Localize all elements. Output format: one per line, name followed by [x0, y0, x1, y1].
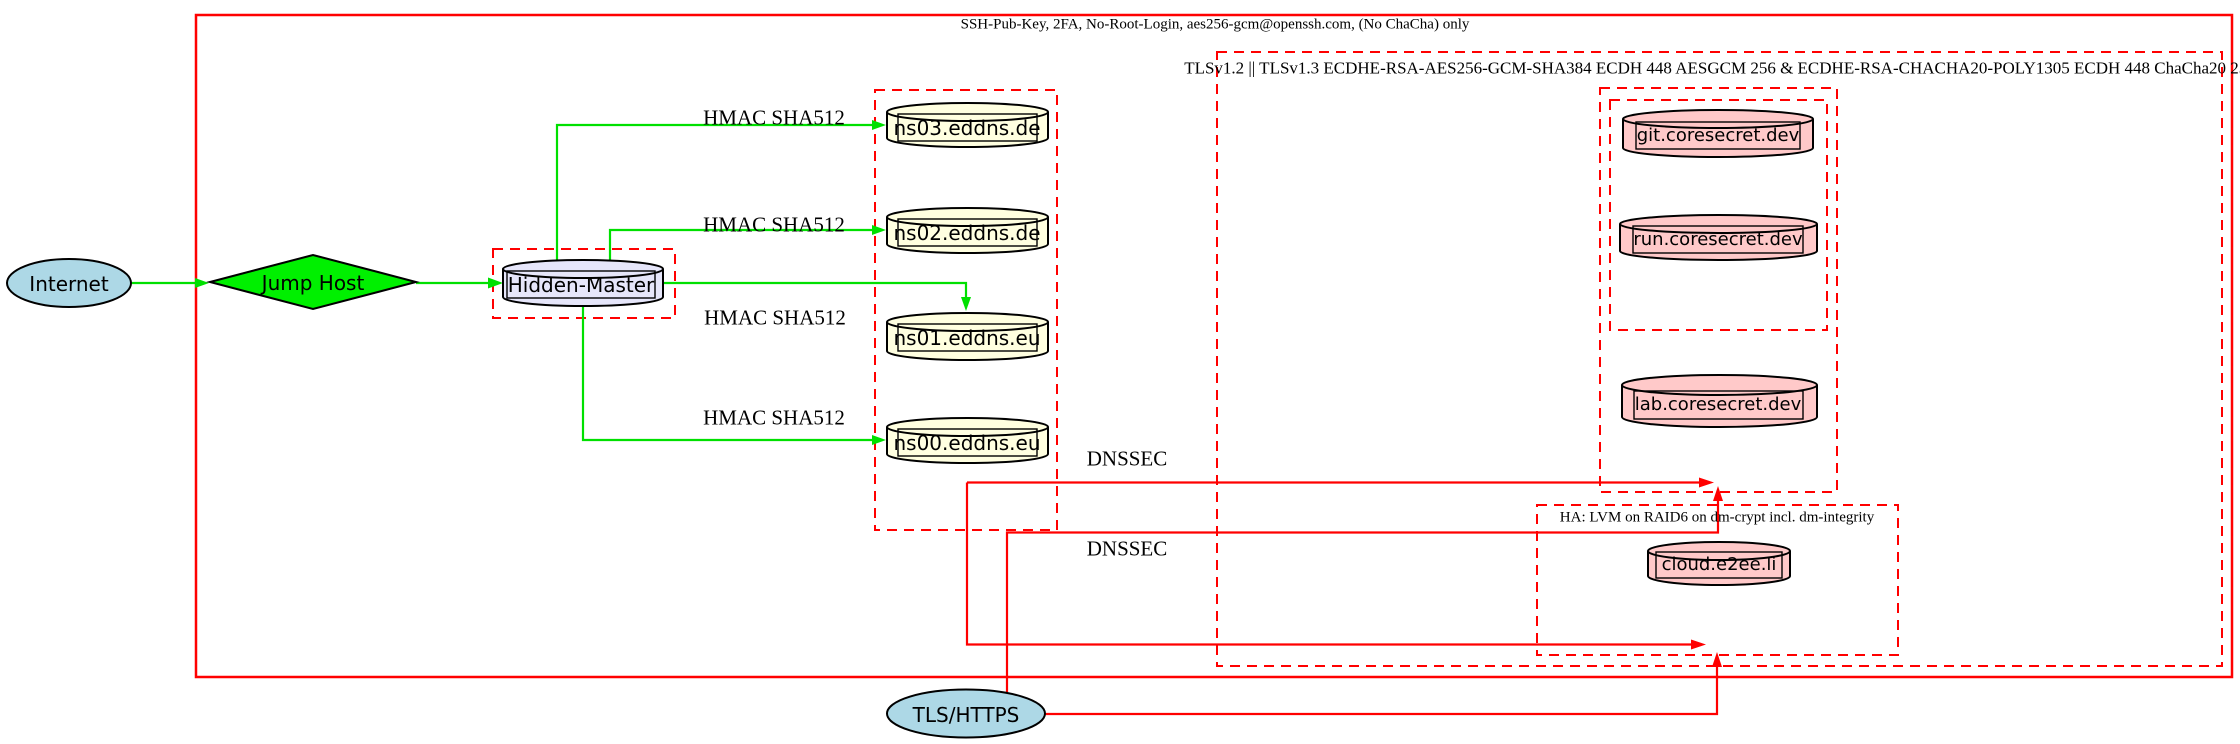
red-edges	[965, 481, 1720, 716]
arrowhead-ns01	[961, 297, 971, 311]
edge-hm-ns00	[581, 305, 872, 442]
hmac-label-ns02: HMAC SHA512	[703, 212, 845, 237]
green-arrowheads	[195, 120, 971, 445]
lab-node	[1621, 374, 1818, 428]
dnssec-label-top: DNSSEC	[1086, 446, 1168, 471]
arrowhead-ns02	[872, 225, 886, 235]
ns01-node	[886, 312, 1049, 361]
edge-hm-ns03	[555, 123, 872, 262]
hidden-master-label: Hidden-Master	[507, 273, 655, 297]
lab-label: lab.coresecret.dev	[1634, 394, 1802, 415]
git-node	[1622, 109, 1814, 158]
arrowhead-dnssec-bottom	[1691, 639, 1706, 650]
tls-https-label: TLS/HTTPS	[912, 703, 1020, 727]
green-edges	[131, 123, 968, 442]
cloud-label: cloud.e2ee.li	[1661, 554, 1777, 575]
red-arrowheads	[1691, 477, 1723, 667]
ns02-node	[886, 207, 1049, 254]
coresecret-inner-cluster-box	[1609, 99, 1828, 331]
ha-cluster-label: HA: LVM on RAID6 on dm-crypt incl. dm-in…	[1559, 509, 1875, 526]
ssh-cluster-box	[194, 13, 2234, 679]
hmac-label-ns03: HMAC SHA512	[703, 105, 845, 130]
internet-label: Internet	[29, 272, 109, 296]
ns02-label: ns02.eddns.de	[893, 221, 1041, 245]
ns03-node	[886, 102, 1049, 148]
edge-hm-ns01	[663, 281, 968, 297]
internet-node	[6, 258, 132, 308]
tls-cluster-label: TLSv1.2 || TLSv1.3 ECDHE-RSA-AES256-GCM-…	[1184, 58, 2240, 78]
dnssec-label-bottom: DNSSEC	[1086, 536, 1168, 561]
git-label: git.coresecret.dev	[1636, 125, 1800, 146]
ns01-label: ns01.eddns.eu	[893, 326, 1041, 350]
ns03-label: ns03.eddns.de	[893, 116, 1041, 140]
arrowhead-ns03	[872, 120, 886, 130]
arrowhead-hiddenmaster	[488, 277, 503, 289]
edge-dnssec-bottom	[965, 482, 1692, 646]
edge-tls-ha	[1045, 666, 1719, 716]
eddns-cluster-box	[874, 89, 1058, 531]
hmac-label-ns01: HMAC SHA512	[704, 305, 846, 330]
arrowhead-dnssec-top	[1699, 477, 1714, 488]
arrowhead-ns00	[872, 435, 886, 445]
run-label: run.coresecret.dev	[1633, 229, 1803, 250]
edge-hm-ns02	[608, 228, 872, 262]
hmac-label-ns00: HMAC SHA512	[703, 405, 845, 430]
ns00-label: ns00.eddns.eu	[893, 431, 1041, 455]
arrowhead-jumphost	[195, 278, 209, 288]
tls-https-node	[886, 688, 1046, 739]
edge-tls-coresecret	[1005, 500, 1720, 692]
ssh-cluster-label: SSH-Pub-Key, 2FA, No-Root-Login, aes256-…	[960, 16, 1470, 33]
run-node	[1619, 214, 1818, 261]
arrowhead-tls-coresecret	[1713, 486, 1723, 501]
jump-host-label: Jump Host	[261, 271, 365, 295]
jump-host-node	[206, 253, 420, 311]
arrowhead-tls-ha	[1712, 652, 1722, 667]
cloud-node	[1647, 541, 1791, 586]
hidden-master-node	[502, 259, 664, 307]
coresecret-outer-cluster-box	[1599, 87, 1838, 493]
ns00-node	[886, 417, 1049, 464]
tls-cluster-box	[1216, 51, 2223, 667]
